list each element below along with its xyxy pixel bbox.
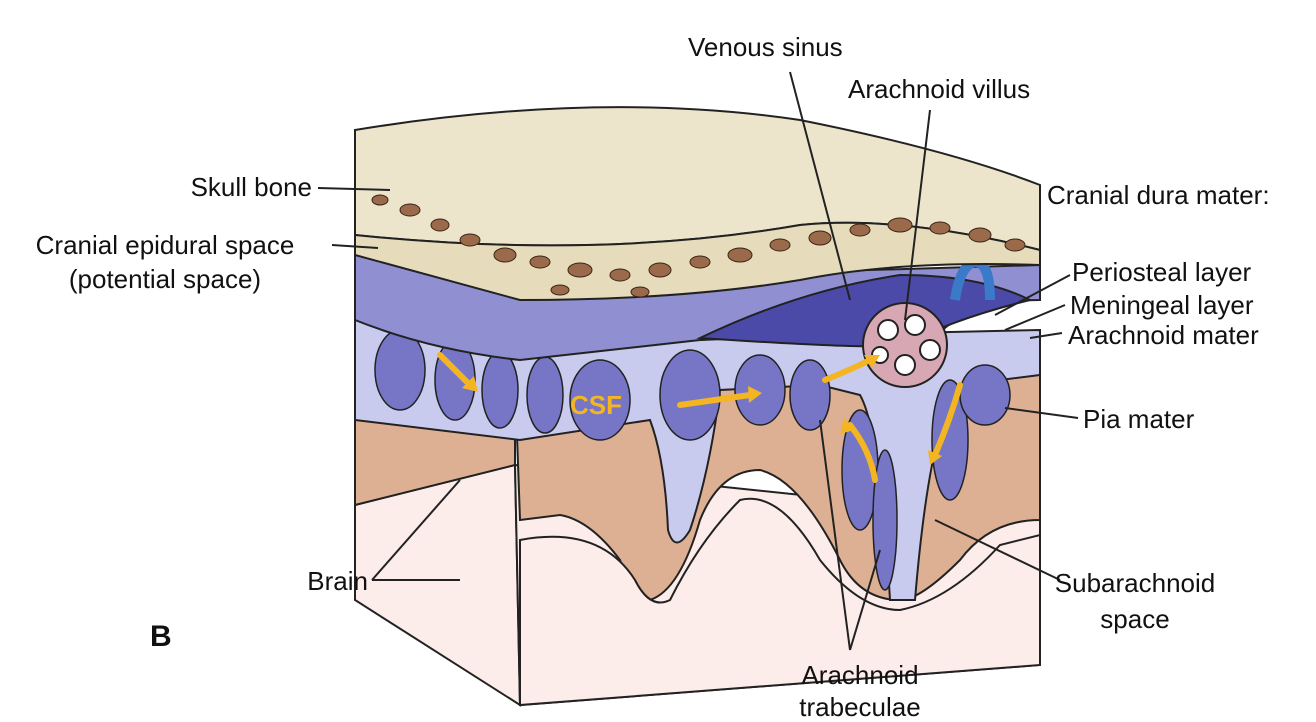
label-venous-sinus: Venous sinus <box>688 32 843 62</box>
csf-arrowheads <box>462 355 942 465</box>
label-pia-mater: Pia mater <box>1083 404 1195 434</box>
label-cranial-epidural-space: Cranial epidural space <box>35 230 295 260</box>
leader-lines <box>317 71 1079 651</box>
csf-arrows <box>437 352 963 483</box>
brain-block-front <box>354 463 522 707</box>
label-subarachnoid-line2: space <box>1100 604 1170 634</box>
label-trabeculae-line2: trabeculae <box>799 692 921 722</box>
label-trabeculae-line1: Arachnoid <box>801 660 919 690</box>
label-brain: Brain <box>307 566 368 596</box>
bone-pores <box>371 194 1026 298</box>
label-subarachnoid-line1: Subarachnoid <box>1054 568 1216 598</box>
label-potential-space: (potential space) <box>68 264 262 294</box>
label-arachnoid-mater: Arachnoid mater <box>1068 320 1259 350</box>
brain-white-matter <box>519 497 1041 707</box>
panel-letter: B <box>150 620 172 653</box>
label-arachnoid-villus: Arachnoid villus <box>848 74 1031 104</box>
label-csf: CSF <box>570 390 622 420</box>
label-cranial-dura-mater: Cranial dura mater: <box>1047 180 1270 210</box>
label-meningeal-layer: Meningeal layer <box>1070 290 1254 320</box>
label-skull-bone: Skull bone <box>190 172 312 202</box>
label-periosteal-layer: Periosteal layer <box>1072 257 1252 287</box>
